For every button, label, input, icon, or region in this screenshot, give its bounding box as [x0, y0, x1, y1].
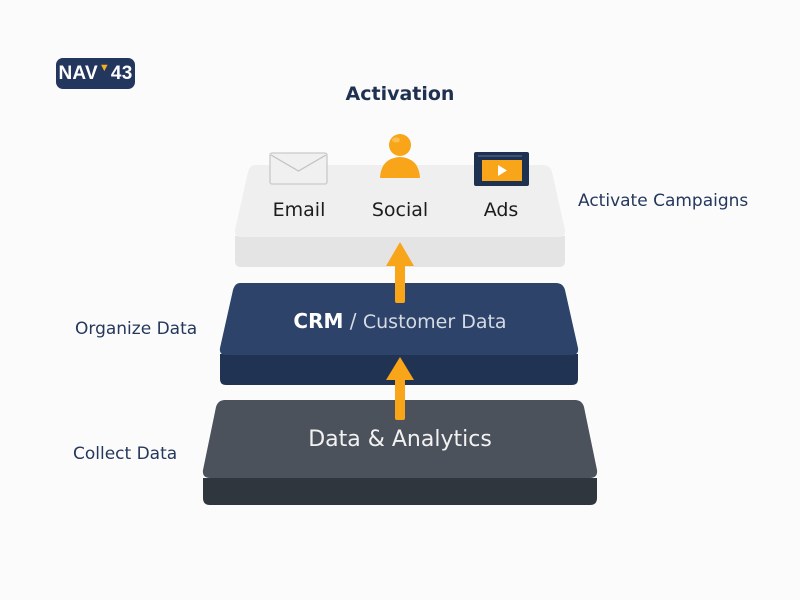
crm-separator: / [343, 309, 363, 333]
data-analytics-layer [202, 400, 598, 505]
nav43-logo: NAV▼43 [56, 58, 135, 89]
arrow-crm-to-activation [386, 242, 414, 303]
channel-social-label: Social [371, 199, 429, 221]
video-ad-icon [474, 152, 529, 186]
person-icon [380, 134, 420, 178]
channel-email-label: Email [272, 199, 326, 221]
crm-rest-text: Customer Data [362, 311, 507, 333]
side-label-activate-campaigns: Activate Campaigns [578, 191, 749, 211]
arrow-data-to-crm [386, 357, 414, 420]
envelope-icon [269, 152, 328, 185]
crm-bold-text: CRM [293, 309, 344, 333]
side-label-organize-data: Organize Data [75, 319, 198, 339]
logo-text-left: NAV [58, 62, 98, 84]
crm-layer-label: CRM / Customer Data [220, 309, 580, 333]
diagram-title: Activation [345, 83, 455, 105]
logo-text-right: 43 [110, 62, 133, 84]
side-label-collect-data: Collect Data [73, 444, 178, 464]
logo-mark: ▼ [98, 61, 110, 74]
data-analytics-label: Data & Analytics [308, 427, 492, 452]
channel-ads-label: Ads [483, 199, 519, 221]
